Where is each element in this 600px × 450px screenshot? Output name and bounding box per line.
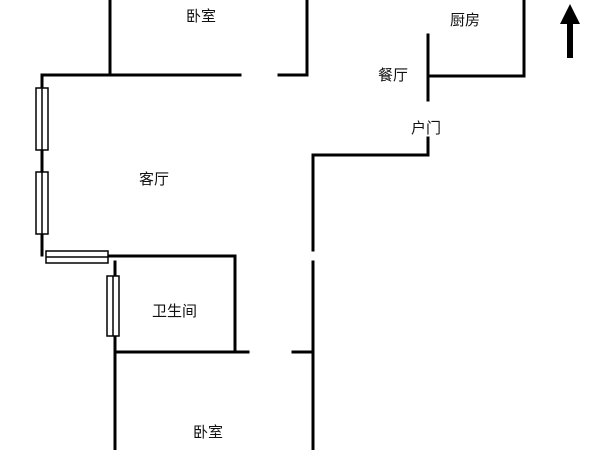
room-label-living: 客厅: [139, 170, 169, 188]
room-label-bedroom-top: 卧室: [186, 7, 216, 25]
room-label-kitchen: 厨房: [450, 11, 480, 29]
room-label-bathroom: 卫生间: [152, 302, 197, 320]
walls: [40, 0, 526, 450]
room-label-entrance: 户门: [411, 119, 441, 137]
north-arrow-icon: [560, 4, 580, 58]
room-label-dining: 餐厅: [378, 66, 408, 84]
room-label-bedroom-bottom: 卧室: [193, 423, 223, 441]
windows: [35, 87, 120, 337]
